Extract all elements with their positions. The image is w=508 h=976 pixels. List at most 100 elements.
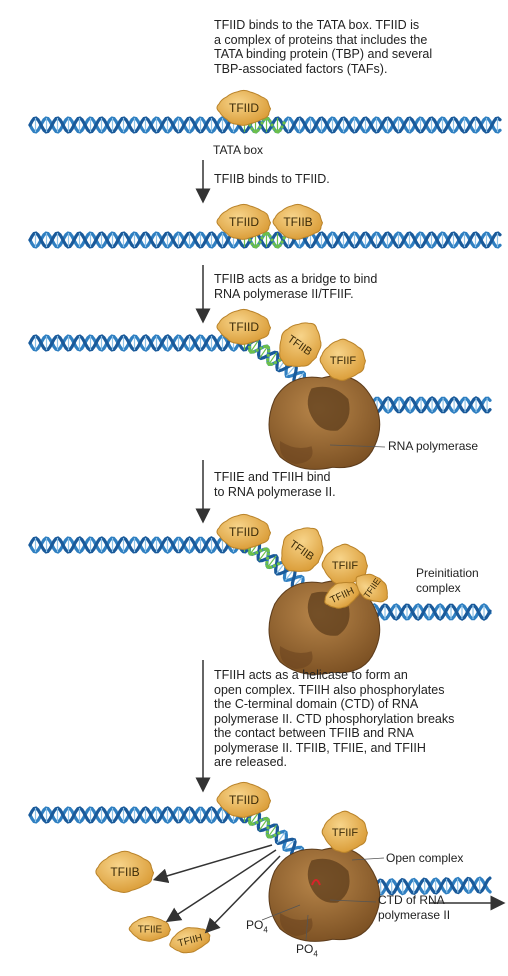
protein-shape xyxy=(319,338,366,381)
tata-highlight xyxy=(262,344,267,349)
tata-highlight xyxy=(266,826,270,830)
tata-highlight xyxy=(267,349,271,353)
dna-strand xyxy=(28,231,502,249)
tata-highlight xyxy=(270,123,274,127)
base-pair xyxy=(267,555,277,568)
tfiie-protein-4: TFIIE xyxy=(355,573,388,603)
polymerase-lobe xyxy=(279,913,313,937)
tata-highlight xyxy=(259,346,263,350)
tata-highlight xyxy=(282,236,286,240)
leader-po4-2 xyxy=(305,914,309,941)
tata-highlight xyxy=(273,833,277,837)
leader-po4-1 xyxy=(261,904,301,921)
tata-highlight xyxy=(259,818,263,822)
base-pair xyxy=(249,812,260,825)
polymerase-cleft xyxy=(307,386,350,431)
tata-highlight xyxy=(266,818,270,822)
step1-caption: TFIID binds to the TATA box. TFIID is a … xyxy=(214,18,433,76)
open-complex-label: Open complex xyxy=(386,851,464,865)
protein-label: TFIID xyxy=(229,320,259,334)
tata-highlight xyxy=(272,242,276,246)
protein-shape xyxy=(216,781,271,818)
tata-highlight xyxy=(251,822,256,826)
tata-highlight xyxy=(272,127,276,131)
base-pair xyxy=(283,839,295,850)
tata-highlight xyxy=(266,556,270,560)
protein-label: TFIIB xyxy=(110,865,139,879)
tata-highlight xyxy=(266,357,270,362)
tata-highlight xyxy=(272,564,277,568)
base-pair xyxy=(267,824,277,838)
protein-shape xyxy=(216,89,271,126)
tata-highlight xyxy=(249,350,253,354)
tata-highlight xyxy=(268,234,272,238)
tfiih-protein-4: TFIIH xyxy=(324,581,360,609)
tata-highlight xyxy=(260,121,264,125)
tata-highlight xyxy=(265,830,269,834)
tata-highlight xyxy=(270,362,274,366)
base-pair xyxy=(285,365,296,377)
tata-highlight xyxy=(266,353,270,357)
tata-highlight xyxy=(249,822,253,826)
tata-highlight xyxy=(258,125,262,129)
tata-highlight xyxy=(266,549,270,553)
tata-highlight xyxy=(277,358,281,362)
ctd-mark xyxy=(311,879,321,886)
tata-highlight xyxy=(276,562,280,566)
protein-label: TFIID xyxy=(229,101,259,115)
leader-open-complex xyxy=(351,857,385,861)
polymerase-cleft xyxy=(307,858,350,903)
tata-highlight xyxy=(255,348,259,352)
tata-highlight xyxy=(247,345,252,349)
tata-highlight xyxy=(266,232,270,236)
step4-caption: TFIIE and TFIIH bind to RNA polymerase I… xyxy=(214,470,336,499)
dna-panel3 xyxy=(28,334,492,414)
protein-shape xyxy=(272,203,323,240)
tata-highlight xyxy=(269,565,273,569)
protein-shape xyxy=(95,850,154,893)
polymerase-lobe xyxy=(279,441,313,465)
tata-highlight xyxy=(266,117,270,121)
tata-highlight xyxy=(248,238,252,242)
tata-highlight xyxy=(278,243,282,247)
tata-highlight xyxy=(247,817,252,821)
tfiib-protein-2: TFIIB xyxy=(272,203,323,240)
release-arrow-tfiih xyxy=(204,855,281,934)
tata-highlight xyxy=(258,240,262,244)
tfiid-protein-4: TFIID xyxy=(216,513,271,550)
protein-shape xyxy=(321,810,368,853)
base-pair xyxy=(276,831,286,844)
dna-strand xyxy=(28,116,502,134)
tfiif-protein-4: TFIIF xyxy=(321,543,368,586)
tfiif-protein-3: TFIIF xyxy=(319,338,366,381)
step2-caption: TFIIB binds to TFIID. xyxy=(214,172,330,186)
protein-shape xyxy=(216,513,271,550)
tata-highlight xyxy=(259,549,263,553)
rna-polymerase-5 xyxy=(268,847,381,942)
po4-label-1: PO4 xyxy=(246,918,268,935)
protein-label: TFIID xyxy=(229,793,259,807)
protein-label: TFIIF xyxy=(332,560,359,572)
base-pair xyxy=(258,548,268,561)
tata-highlight xyxy=(262,547,266,551)
tfiib-released: TFIIB xyxy=(95,850,154,893)
tata-highlight xyxy=(256,243,260,247)
tata-highlight xyxy=(256,128,260,132)
step3-caption: TFIIB acts as a bridge to bind RNA polym… xyxy=(214,272,378,301)
leader-rna-polymerase xyxy=(329,444,386,448)
protein-shape xyxy=(216,203,271,240)
po4-label-2: PO4 xyxy=(296,942,318,959)
protein-label: TFIIB xyxy=(283,215,312,229)
base-pair xyxy=(259,346,269,359)
base-pair xyxy=(258,818,268,831)
tfiid-protein-5: TFIID xyxy=(216,781,271,818)
tfiib-protein-4: TFIIB xyxy=(281,527,324,572)
protein-label: TFIID xyxy=(229,525,259,539)
protein-shape xyxy=(169,927,211,954)
tata-highlight xyxy=(270,238,274,242)
base-pair xyxy=(250,339,259,353)
tata-highlight xyxy=(255,820,259,825)
tata-highlight xyxy=(262,817,267,821)
base-pair xyxy=(268,352,278,365)
dna-panel1 xyxy=(28,116,502,134)
